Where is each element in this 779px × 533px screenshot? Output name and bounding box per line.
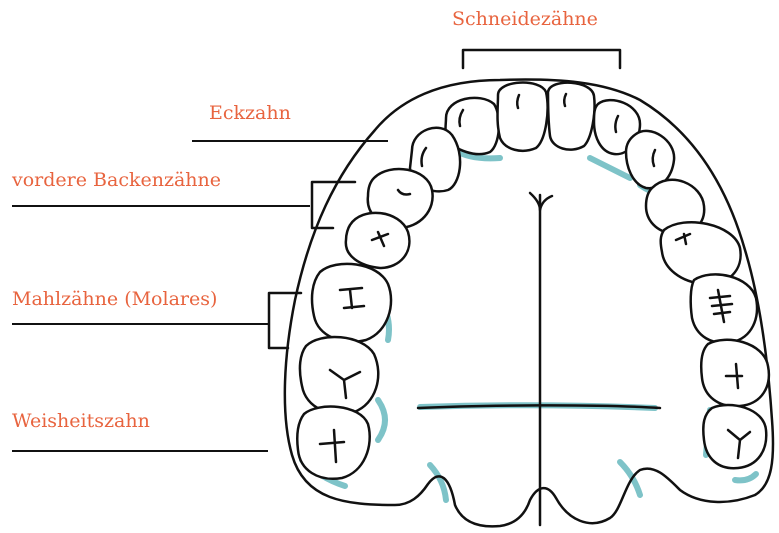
tooth-molar-right-1 <box>691 274 757 342</box>
bracket-molars <box>269 293 301 348</box>
bracket-incisors <box>463 50 620 68</box>
tooth-incisor-2 <box>498 83 548 151</box>
tooth-premolar-left-2 <box>346 213 410 268</box>
tooth-incisor-3 <box>548 83 595 150</box>
tooth-molar-right-2 <box>701 340 769 406</box>
